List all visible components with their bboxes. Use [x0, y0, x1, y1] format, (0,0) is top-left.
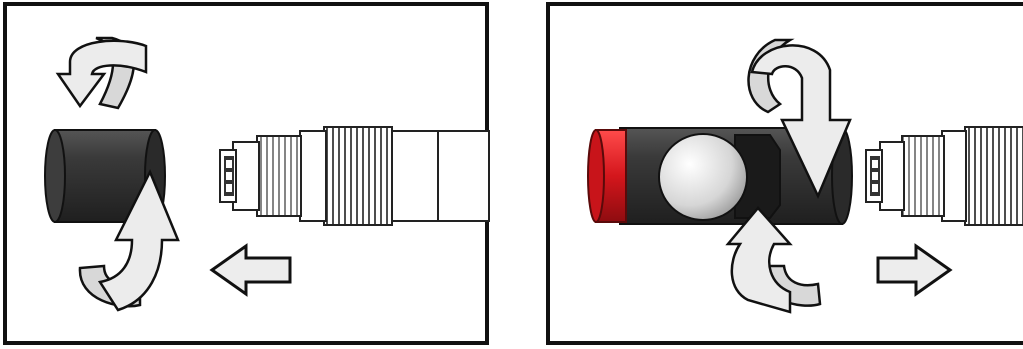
probe-thread: [901, 135, 945, 217]
probe-tip: [219, 126, 490, 226]
camera-head-icon: [865, 149, 883, 203]
probe-knurled-ring: [964, 126, 1023, 226]
pull-right-arrow-icon: [876, 243, 953, 297]
red-end-cap: [587, 129, 627, 223]
probe-thread: [256, 135, 302, 217]
probe-body: [299, 130, 327, 222]
probe-knurled-ring: [323, 126, 393, 226]
probe-neck: [879, 141, 905, 211]
camera-head-icon: [219, 149, 237, 203]
probe-body: [941, 130, 967, 222]
rotate-arrow-down-icon: [55, 36, 148, 110]
push-left-arrow-icon: [209, 243, 292, 297]
probe-cable: [436, 130, 490, 222]
panel-detach: [546, 2, 1023, 345]
rotate-arrow-up-icon: [78, 168, 180, 312]
attachment-notch: [734, 134, 781, 219]
camera-lens: [658, 133, 748, 221]
rotate-arrow-down-icon: [747, 38, 852, 200]
probe-tip: [865, 126, 1023, 226]
probe-collar: [391, 130, 439, 222]
panel-attach: [3, 2, 490, 345]
rotate-arrow-up-icon: [725, 206, 822, 314]
probe-neck: [232, 141, 260, 211]
